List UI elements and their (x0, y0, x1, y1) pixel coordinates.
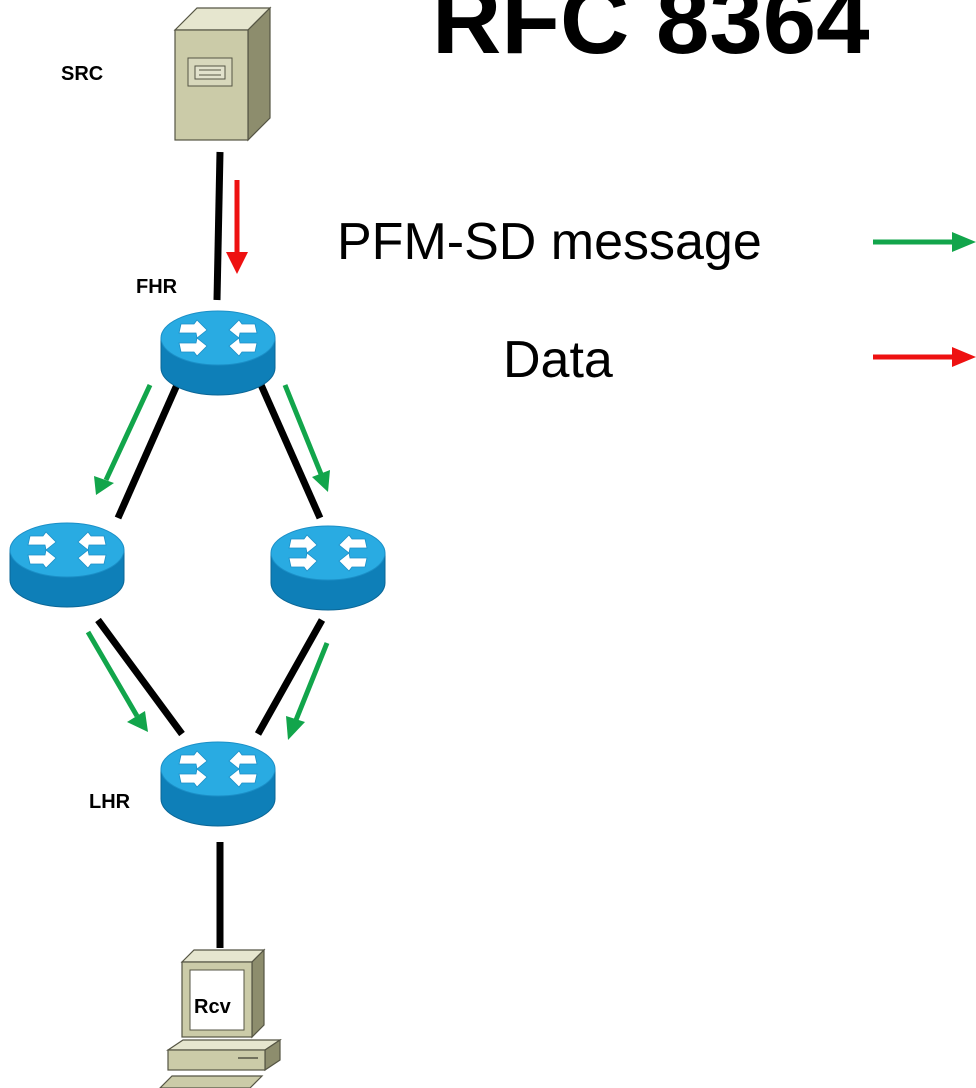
pfm-arrows (85, 383, 330, 740)
router-icon (270, 525, 386, 611)
pfm-arrow-fhr-left (94, 383, 153, 495)
data-arrow-src-fhr (226, 180, 248, 274)
legend-pfm-arrow (873, 232, 976, 252)
link-src-fhr (213, 151, 224, 301)
pfm-arrow-fhr-right (282, 384, 330, 492)
page-title: RFC 8364 (432, 0, 870, 74)
link-fhr-left (114, 376, 184, 520)
rcv-label: Rcv (194, 996, 231, 1018)
pfm-arrow-right-lhr (286, 642, 330, 740)
links (95, 151, 326, 948)
router-icon (9, 522, 125, 608)
link-fhr-right (254, 376, 324, 520)
legend-data-label: Data (503, 331, 613, 389)
workstation-icon (159, 948, 282, 1088)
router-icon (160, 741, 276, 827)
lhr-label: LHR (89, 791, 131, 813)
legend-data-arrow (873, 347, 976, 367)
link-right-lhr (254, 618, 326, 736)
router-icon (160, 310, 276, 396)
link-left-lhr (95, 617, 185, 737)
pfm-arrow-left-lhr (85, 630, 148, 732)
fhr-label: FHR (136, 276, 178, 298)
server-icon (173, 6, 272, 142)
src-label: SRC (61, 63, 104, 85)
legend-pfm-sd-label: PFM-SD message (337, 213, 762, 271)
